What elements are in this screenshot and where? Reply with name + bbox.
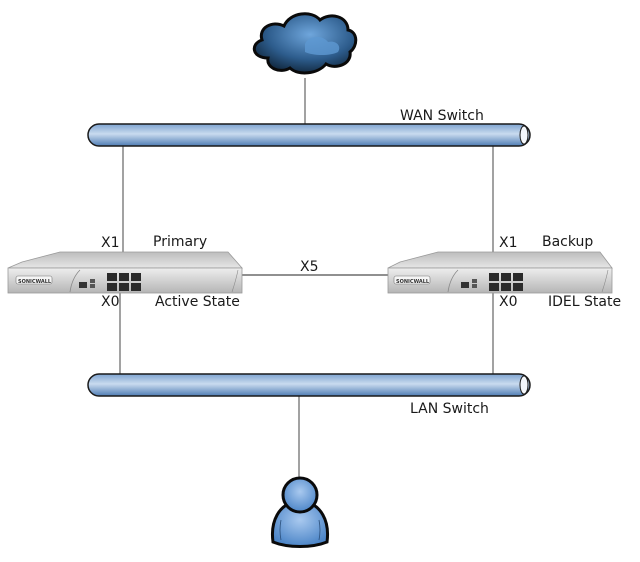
- backup-label: Backup: [542, 234, 593, 250]
- sonicwall-logo: [15, 275, 53, 285]
- backup-state: IDEL State: [548, 294, 621, 310]
- lan-switch-label: LAN Switch: [410, 401, 489, 417]
- wan-switch-label: WAN Switch: [400, 108, 484, 124]
- backup-brand: SONICWALL: [396, 279, 430, 285]
- lan-switch: [87, 373, 531, 397]
- primary-firewall: SONICWALL: [7, 251, 243, 294]
- backup-lan-port: X0: [499, 294, 518, 310]
- primary-state: Active State: [155, 294, 240, 310]
- primary-wan-port: X1: [101, 235, 120, 251]
- cloud-icon: [252, 12, 358, 75]
- ha-link-label: X5: [300, 259, 319, 275]
- backup-wan-port: X1: [499, 235, 518, 251]
- links: [119, 78, 494, 478]
- primary-label: Primary: [153, 234, 207, 250]
- wan-switch: [87, 123, 531, 147]
- sonicwall-logo: [393, 275, 431, 285]
- primary-lan-port: X0: [101, 294, 120, 310]
- backup-firewall: SONICWALL: [387, 251, 613, 294]
- primary-brand: SONICWALL: [18, 279, 52, 285]
- user-icon: [270, 476, 330, 548]
